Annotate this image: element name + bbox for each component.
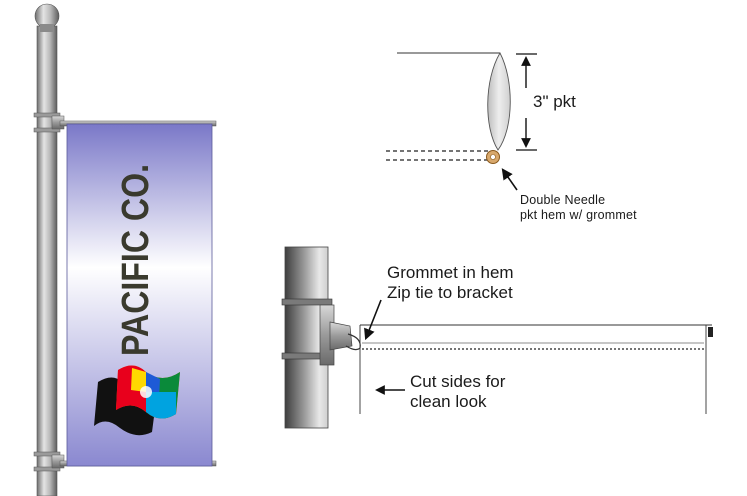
sides-label-line1: Cut sides for <box>410 372 506 391</box>
pocket-size-label: 3" pkt <box>533 92 576 111</box>
bracket-detail <box>281 246 713 429</box>
light-pole <box>34 3 60 496</box>
pocket-hem-detail <box>386 52 537 191</box>
bracket-top <box>33 112 217 133</box>
banner-logo <box>94 365 180 436</box>
bracket-end-cap <box>708 327 713 337</box>
pole-shaft <box>36 25 58 496</box>
hem-label-line2: pkt hem w/ grommet <box>520 208 637 222</box>
zip-band-top <box>281 298 333 306</box>
sides-label-line2: clean look <box>410 392 487 411</box>
pole-neck <box>40 24 54 32</box>
banner-brand-text: PACIFIC CO. <box>115 164 157 356</box>
hem-label-line1: Double Needle <box>520 193 606 207</box>
pocket-sleeve <box>487 52 511 151</box>
grommet-leader-arrow <box>364 299 382 341</box>
banner: PACIFIC CO. <box>66 123 213 467</box>
bracket-arm <box>329 321 353 351</box>
hem-leader-arrow <box>501 168 518 191</box>
grommet-label-line1: Grommet in hem <box>387 263 514 282</box>
grommet-label-line2: Zip tie to bracket <box>387 283 513 302</box>
